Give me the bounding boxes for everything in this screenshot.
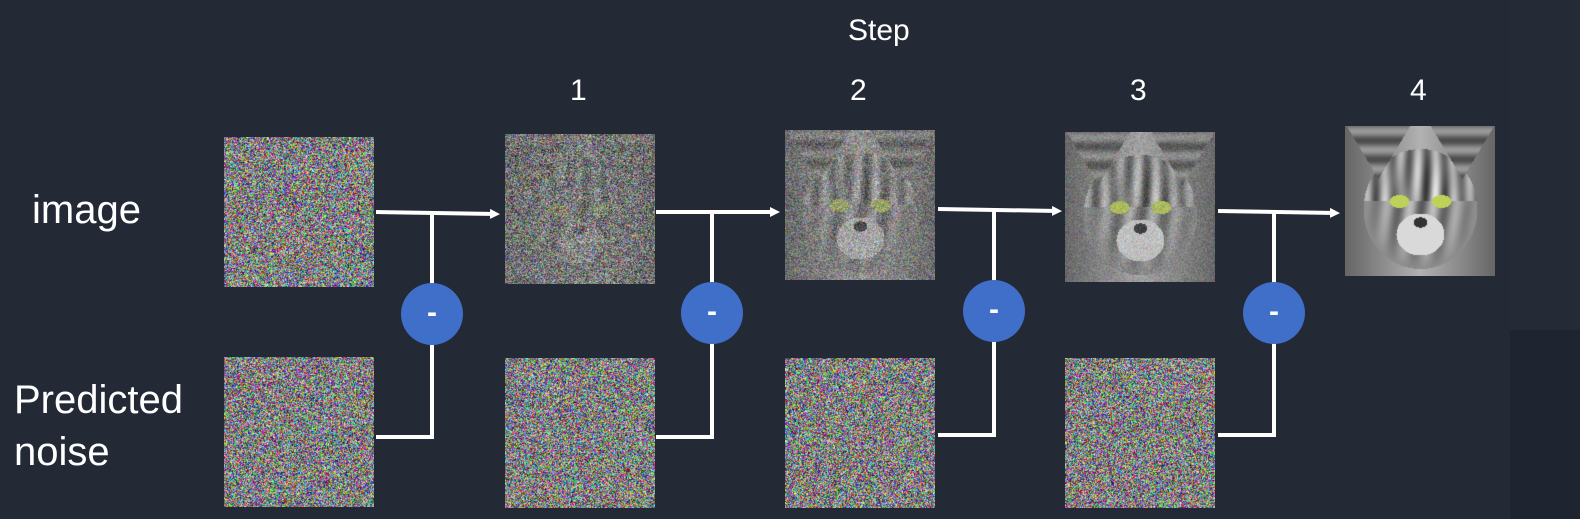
background-strip — [1510, 330, 1580, 519]
noise-step-4 — [1065, 358, 1215, 508]
step-number-3: 3 — [1130, 74, 1147, 107]
step-number-4: 4 — [1410, 74, 1427, 107]
noise-step-2 — [505, 358, 655, 508]
step-number-1: 1 — [570, 74, 587, 107]
step-number-2: 2 — [850, 74, 867, 107]
noise-step-3 — [785, 358, 935, 508]
image-step-3 — [1065, 132, 1215, 282]
step-title: Step — [848, 14, 910, 47]
image-step-2 — [785, 130, 935, 280]
row-label-predicted-noise: Predicted noise — [14, 378, 183, 474]
background-panel — [1510, 0, 1580, 330]
subtract-operator-2: - — [681, 282, 743, 344]
subtract-operator-4: - — [1243, 282, 1305, 344]
image-step-0 — [224, 137, 374, 287]
subtract-operator-3: - — [963, 280, 1025, 342]
noise-step-1 — [224, 357, 374, 507]
image-step-4 — [1345, 126, 1495, 276]
subtract-operator-1: - — [401, 283, 463, 345]
row-label-image: image — [32, 188, 141, 232]
image-step-1 — [505, 134, 655, 284]
